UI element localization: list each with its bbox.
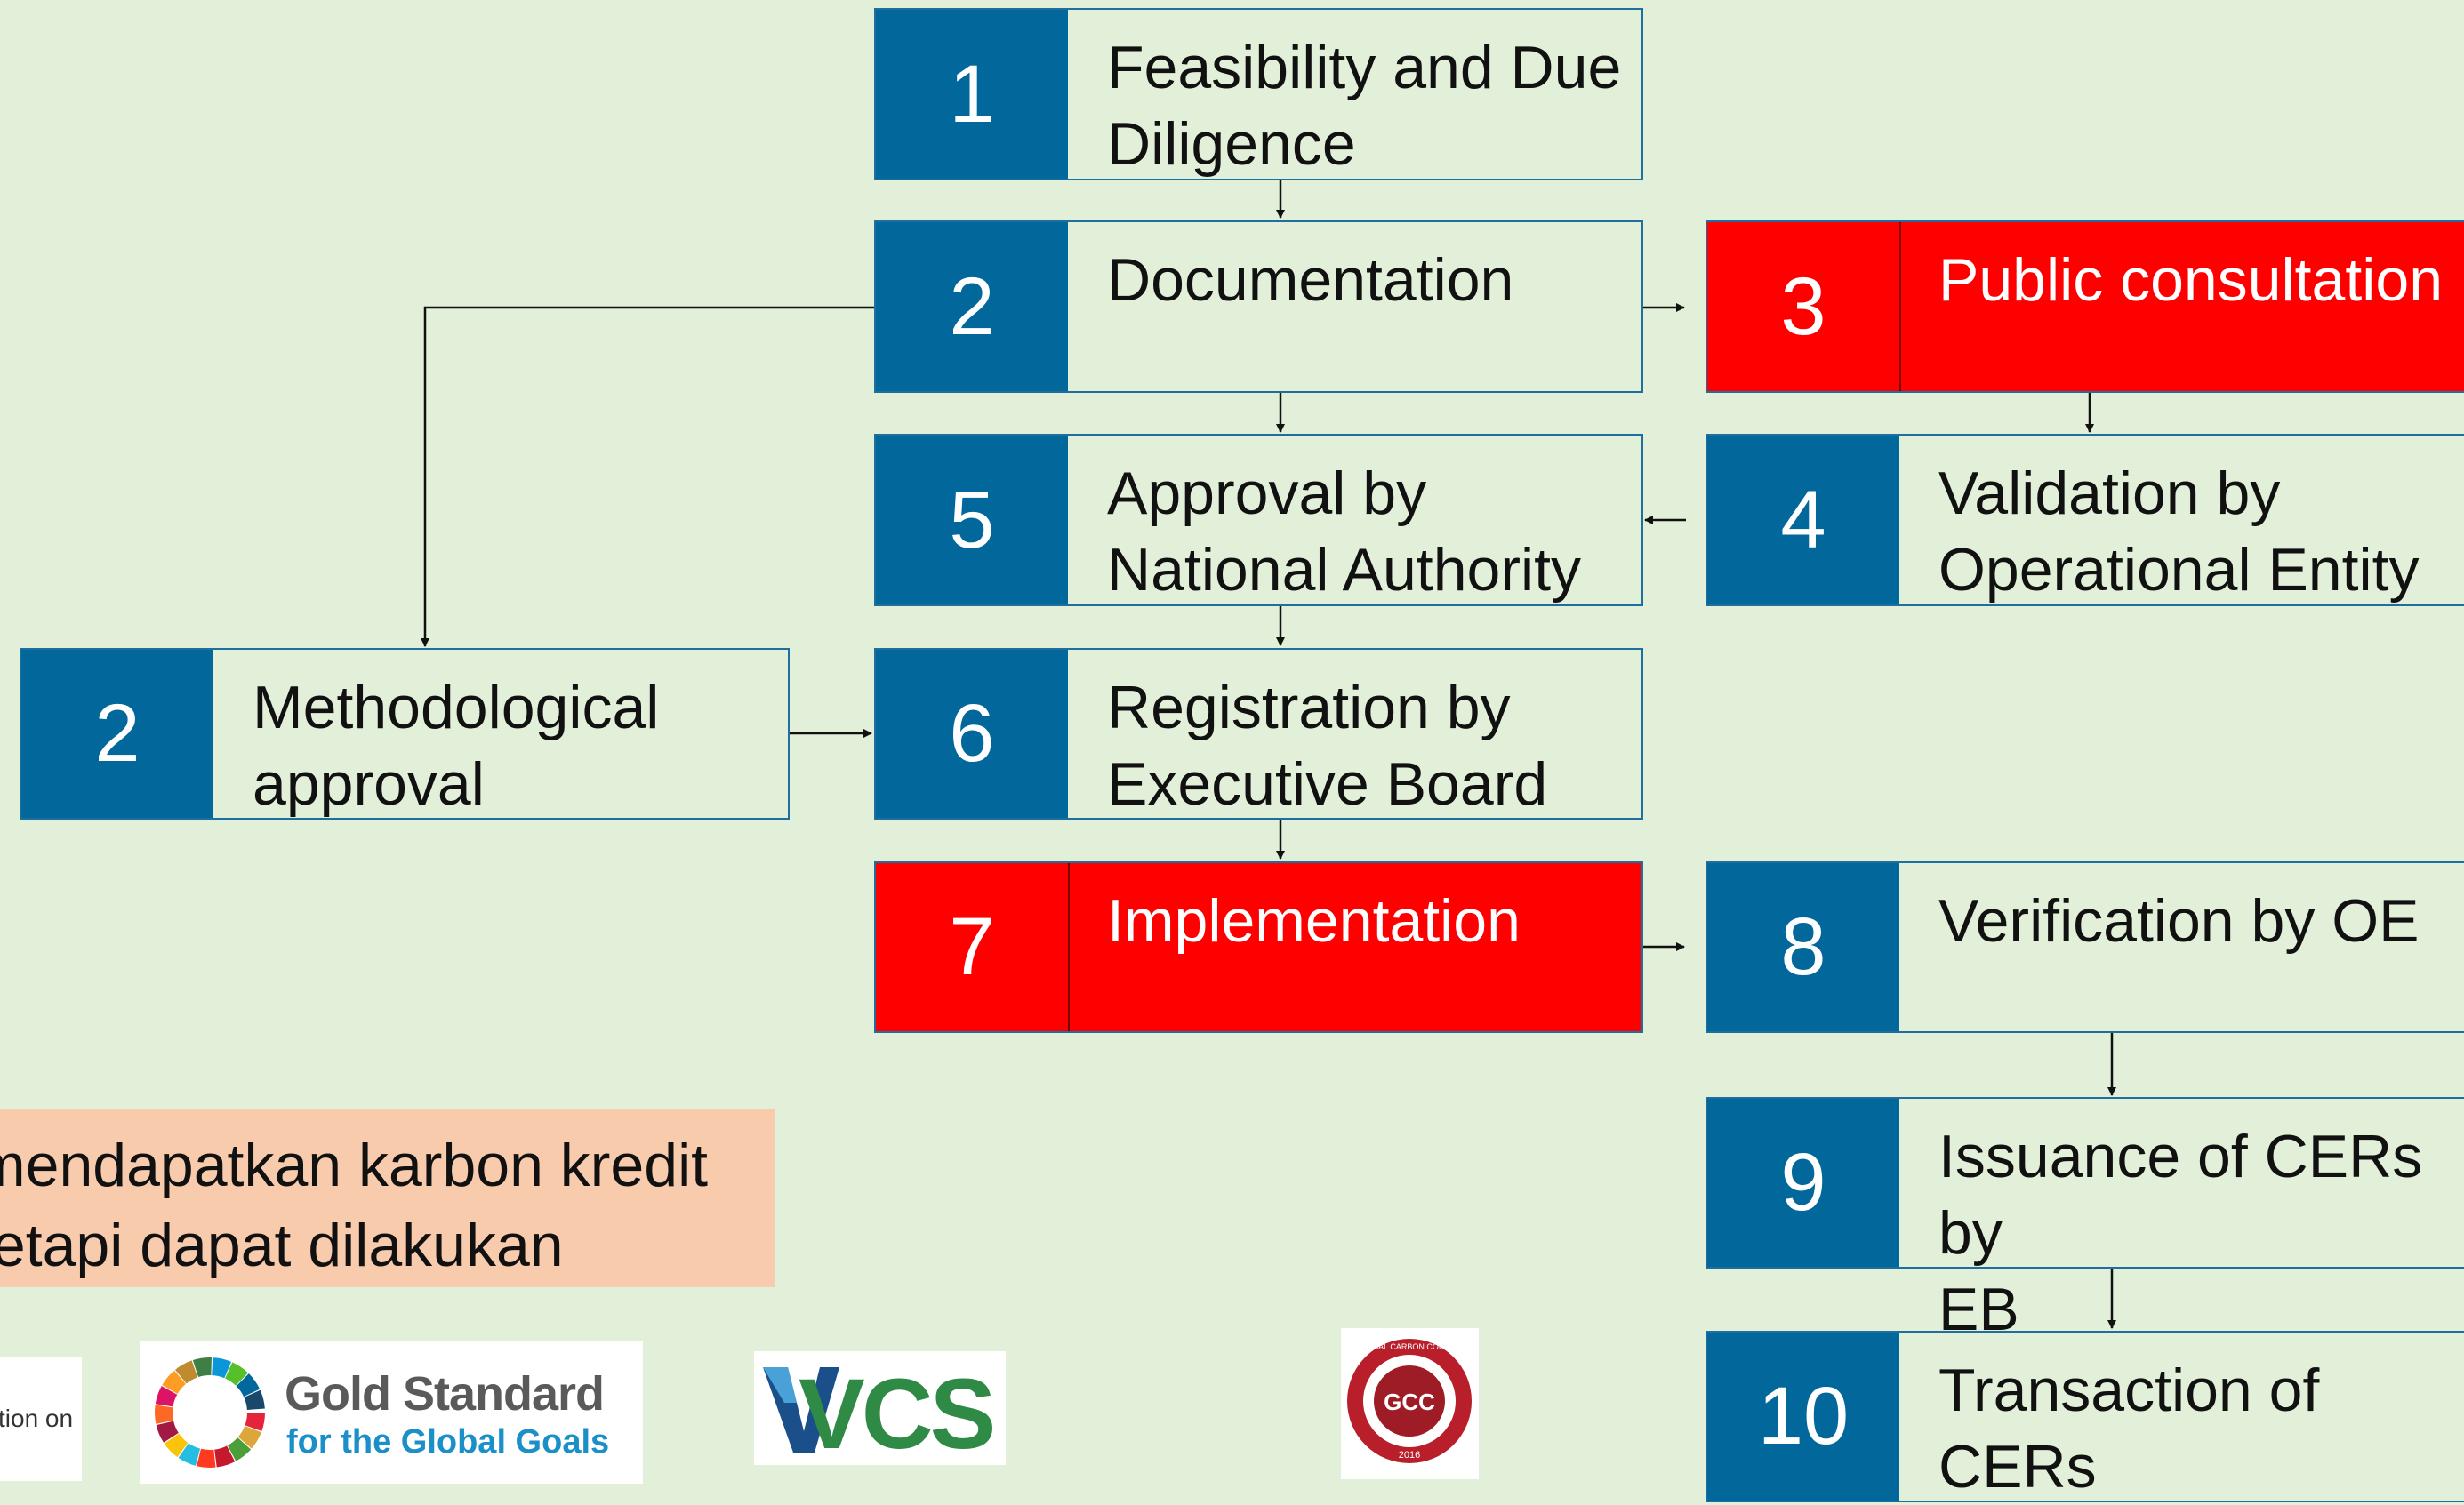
gcc-year: 2016 — [1399, 1450, 1420, 1461]
step-label: Approval by National Authority — [1107, 460, 1581, 604]
step-number: 6 — [876, 650, 1068, 818]
step-8-verification: 8 Verification by OE — [1706, 861, 2464, 1033]
note-line-1: mendapatkan karbon kredit — [0, 1132, 709, 1199]
step-number: 1 — [876, 10, 1068, 179]
step-label: Methodological approval — [253, 674, 660, 818]
gcc-ring-text: GLOBAL CARBON COUNCIL — [1356, 1342, 1463, 1351]
gcc-seal-icon: GCC GLOBAL CARBON COUNCIL 2016 — [1347, 1339, 1472, 1463]
step-label: Transaction of CERs — [1938, 1357, 2320, 1501]
step-label: Issuance of CERs by EB — [1938, 1123, 2423, 1343]
step-number: 9 — [1707, 1099, 1899, 1267]
step-label: Registration by Executive Board — [1107, 674, 1548, 818]
step-2-documentation: 2 Documentation — [874, 220, 1643, 393]
vcs-text: VCS — [799, 1358, 996, 1465]
partial-logo-text: tion on — [0, 1405, 74, 1432]
step-label: Validation by Operational Entity — [1938, 460, 2420, 604]
step-number: 4 — [1707, 436, 1899, 604]
gcc-text: GCC — [1384, 1389, 1435, 1415]
step-number: 10 — [1707, 1333, 1899, 1501]
step-label: Public consultation — [1938, 246, 2444, 314]
gold-standard-title: Gold Standard — [285, 1367, 605, 1421]
step-number: 2 — [876, 222, 1068, 391]
step-label: Documentation — [1107, 246, 1514, 314]
step-7-implementation: 7 Implementation — [874, 861, 1643, 1033]
sdg-wheel-icon — [155, 1357, 265, 1468]
note-line-2: tetapi dapat dilakukan — [0, 1212, 564, 1279]
step-number: 8 — [1707, 863, 1899, 1031]
step-5-approval: 5 Approval by National Authority — [874, 434, 1643, 606]
step-3-public-consultation: 3 Public consultation — [1706, 220, 2464, 393]
step-number: 7 — [876, 863, 1070, 1031]
step-9-issuance: 9 Issuance of CERs by EB — [1706, 1097, 2464, 1343]
step-number: 3 — [1707, 222, 1901, 391]
gcc-logo: GCC GLOBAL CARBON COUNCIL 2016 — [1341, 1328, 1479, 1479]
vcs-check-icon — [763, 1367, 839, 1453]
step-number: 2 — [21, 650, 213, 818]
note-box: mendapatkan karbon kredit tetapi dapat d… — [0, 1109, 775, 1287]
gold-standard-subtitle: for the Global Goals — [286, 1423, 610, 1461]
gold-standard-logo: Gold Standard for the Global Goals — [140, 1341, 643, 1484]
step-10-transaction: 10 Transaction of CERs — [1706, 1331, 2464, 1502]
arrow-2-to-methodological — [421, 306, 875, 647]
step-label: Verification by OE — [1938, 887, 2420, 955]
step-label: Feasibility and Due Diligence — [1107, 34, 1622, 178]
step-number: 5 — [876, 436, 1068, 604]
step-2-methodological-approval: 2 Methodological approval — [20, 648, 790, 820]
step-4-validation: 4 Validation by Operational Entity — [1706, 434, 2464, 606]
partial-logo: tion on — [0, 1357, 82, 1481]
vcs-logo: VCS — [754, 1351, 1006, 1465]
step-6-registration: 6 Registration by Executive Board — [874, 648, 1643, 820]
step-label: Implementation — [1107, 887, 1521, 955]
step-1-feasibility: 1 Feasibility and Due Diligence — [874, 8, 1643, 180]
